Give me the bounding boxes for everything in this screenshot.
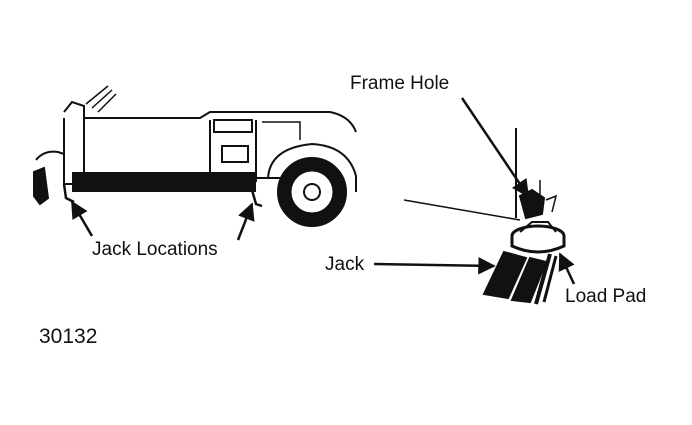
jack-locations-label: Jack Locations	[92, 239, 218, 260]
detail-arrows	[373, 97, 576, 285]
load-pad-label: Load Pad	[565, 286, 647, 307]
figure-number: 30132	[39, 325, 98, 348]
jack-label: Jack	[325, 254, 365, 275]
jack-detail-illustration	[403, 128, 566, 305]
jack-location-arrows	[70, 200, 255, 241]
truck-illustration	[33, 85, 357, 227]
frame-hole-label: Frame Hole	[350, 73, 450, 94]
